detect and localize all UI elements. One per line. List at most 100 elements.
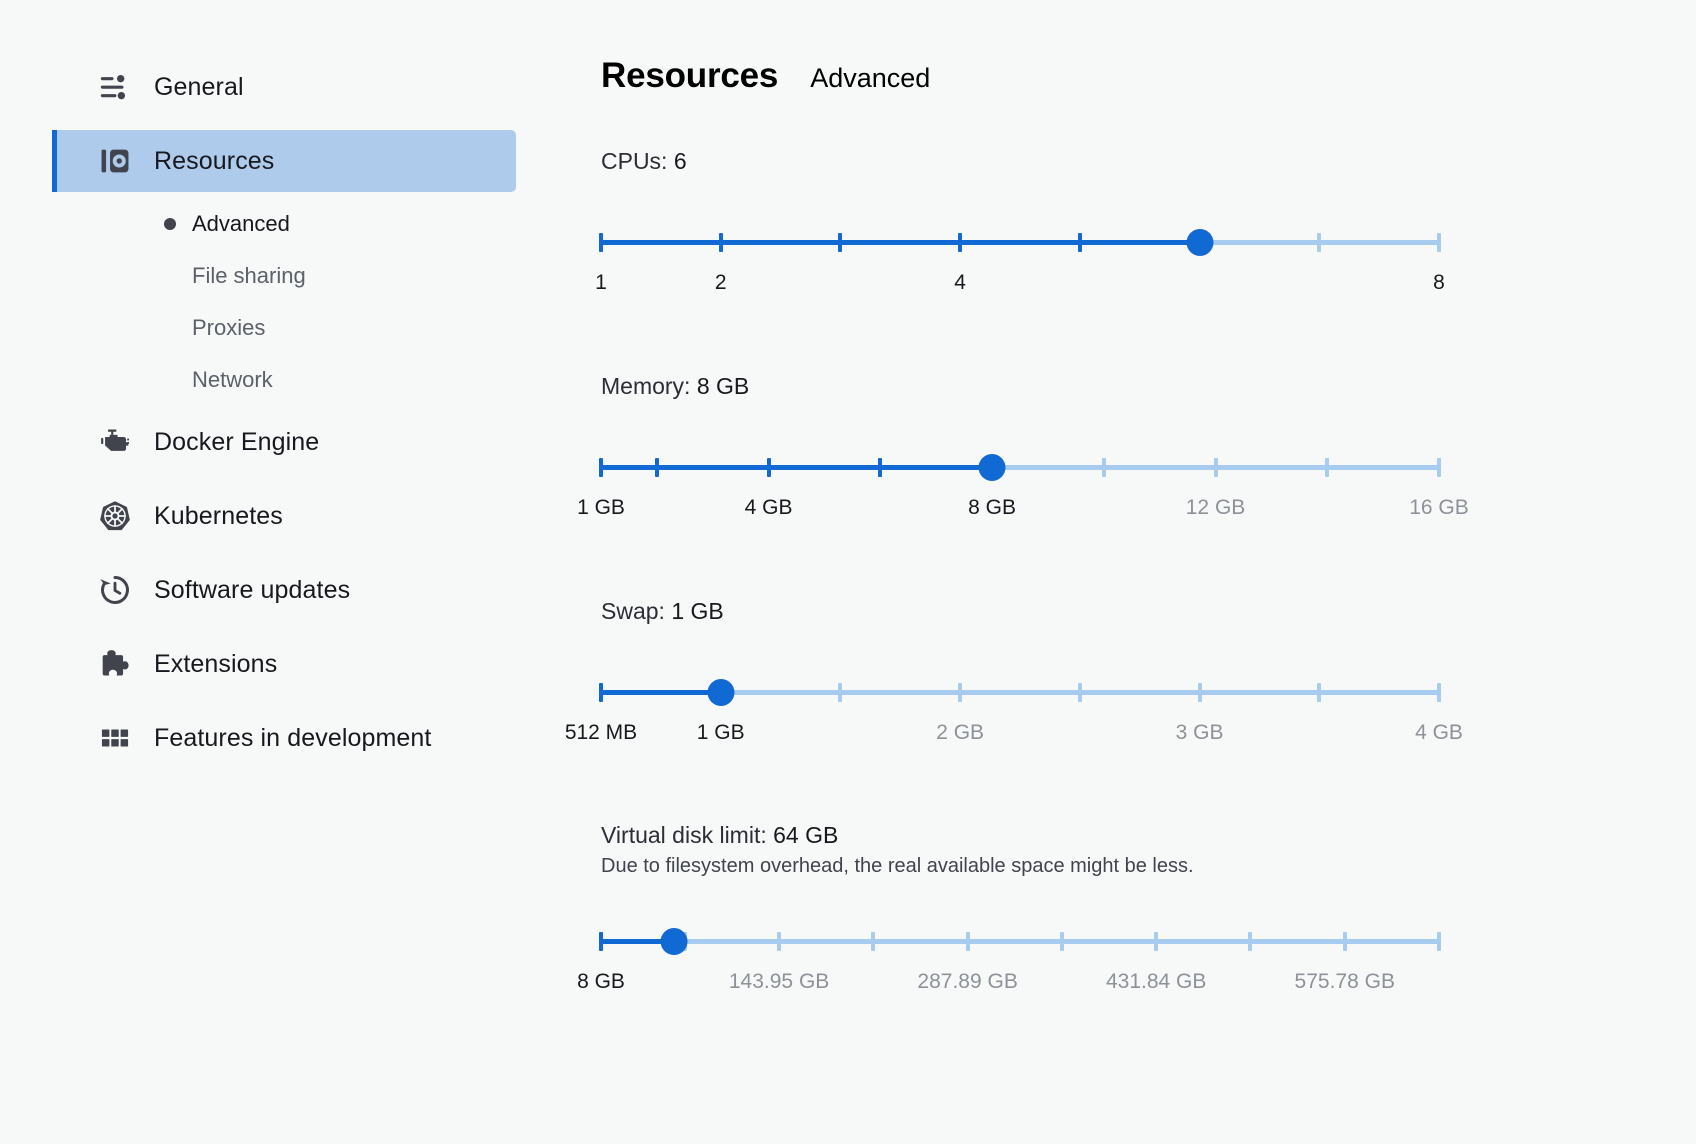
slider-scale-label: 431.84 GB: [1105, 970, 1207, 993]
slider-tick: [965, 932, 970, 951]
slider-scale-label: 3 GB: [1175, 721, 1224, 744]
sidebar-subitem-advanced[interactable]: Advanced: [52, 202, 516, 246]
sidebar-item-software-updates[interactable]: Software updates: [52, 559, 516, 621]
disk-hint: Due to filesystem overhead, the real ava…: [601, 855, 1194, 877]
swap-slider[interactable]: [599, 673, 1441, 713]
disk-value: 64 GB: [773, 822, 839, 848]
memory-slider[interactable]: [599, 448, 1441, 488]
slider-track[interactable]: [601, 939, 1439, 944]
disk-scale: 8 GB 143.95 GB 287.89 GB 431.84 GB 575.78 GB: [577, 970, 1439, 1000]
update-clock-icon: [92, 573, 138, 607]
sidebar-subitem-label: Proxies: [192, 315, 266, 340]
sidebar-subitem-label: Advanced: [192, 211, 290, 236]
sidebar-item-general[interactable]: General: [52, 56, 516, 118]
slider-scale-label: 287.89 GB: [917, 970, 1018, 993]
swap-label: Swap: 1 GB: [601, 598, 724, 624]
sidebar-item-features-in-development[interactable]: Features in development: [52, 707, 516, 769]
slider-track[interactable]: [601, 465, 1439, 470]
slider-scale-label: 8: [1433, 271, 1445, 294]
sidebar-subitem-network[interactable]: Network: [52, 358, 516, 402]
slider-scale-label: 512 MB: [564, 721, 638, 744]
slider-scale-label: 16 GB: [1409, 496, 1469, 519]
slider-scale-label: 4: [954, 271, 966, 294]
memory-value: 8 GB: [696, 373, 750, 399]
disk-slider[interactable]: [599, 922, 1441, 962]
slider-tick: [1213, 458, 1218, 477]
sidebar-item-label: Software updates: [154, 575, 351, 604]
slider-tick: [1342, 932, 1347, 951]
slider-tick: [1325, 458, 1330, 477]
disk-label: Virtual disk limit: 64 GB: [601, 822, 839, 848]
sidebar-item-label: Features in development: [154, 723, 432, 752]
kubernetes-icon: [92, 499, 138, 533]
bullet-icon: [164, 270, 176, 282]
slider-tick: [1437, 932, 1441, 951]
memory-label: Memory: 8 GB: [601, 373, 750, 399]
cpus-value: 6: [673, 148, 687, 174]
slider-track-fill: [601, 690, 721, 695]
sidebar-item-docker-engine[interactable]: Docker Engine: [52, 411, 516, 473]
sidebar-item-extensions[interactable]: Extensions: [52, 633, 516, 695]
slider-scale-label: 575.78 GB: [1294, 970, 1395, 993]
slider-scale-label: 2 GB: [936, 721, 985, 744]
sidebar-item-label: Docker Engine: [154, 427, 320, 456]
slider-tick: [766, 458, 771, 477]
slider-scale-label: 1 GB: [696, 721, 745, 744]
slider-tick: [599, 233, 603, 252]
breadcrumb: Resources Advanced: [601, 56, 930, 96]
slider-thumb[interactable]: [707, 679, 735, 706]
slider-scale-label: 143.95 GB: [728, 970, 830, 993]
resources-icon: [92, 144, 138, 178]
slider-tick: [1317, 683, 1322, 702]
slider-scale-label: 8 GB: [577, 970, 625, 993]
slider-tick: [958, 683, 963, 702]
slider-thumb[interactable]: [660, 928, 688, 955]
slider-scale-label: 4 GB: [744, 496, 793, 519]
slider-scale-label: 1: [595, 271, 607, 294]
slider-tick: [838, 683, 843, 702]
slider-tick: [838, 233, 843, 252]
slider-track[interactable]: [601, 690, 1439, 695]
slider-tick: [777, 932, 782, 951]
sidebar-item-resources[interactable]: Resources: [52, 130, 516, 192]
slider-thumb[interactable]: [1186, 229, 1214, 256]
slider-thumb[interactable]: [978, 454, 1006, 481]
sidebar-subitem-proxies[interactable]: Proxies: [52, 306, 516, 350]
bullet-icon: [164, 374, 176, 386]
docker-engine-icon: [92, 425, 138, 459]
slider-tick: [1437, 683, 1441, 702]
sidebar-subitem-label: Network: [192, 367, 273, 392]
slider-track-fill: [601, 240, 1200, 245]
slider-tick: [1154, 932, 1159, 951]
slider-tick: [718, 233, 723, 252]
bullet-icon: [164, 218, 176, 230]
puzzle-icon: [92, 647, 138, 681]
sidebar-subitem-label: File sharing: [192, 263, 306, 288]
page-subtitle: Advanced: [810, 63, 931, 93]
slider-scale-label: 12 GB: [1185, 496, 1246, 519]
slider-tick: [1077, 683, 1082, 702]
slider-tick: [1437, 458, 1441, 477]
sidebar-item-label: Resources: [154, 146, 275, 175]
sidebar-subitem-file-sharing[interactable]: File sharing: [52, 254, 516, 298]
cpus-slider[interactable]: [599, 223, 1441, 263]
slider-tick: [1077, 233, 1082, 252]
slider-track-fill: [601, 939, 675, 944]
slider-tick: [1248, 932, 1253, 951]
slider-tick: [654, 458, 659, 477]
sidebar-item-label: Kubernetes: [154, 501, 283, 530]
sidebar-item-label: Extensions: [154, 649, 278, 678]
slider-tick: [1197, 683, 1202, 702]
slider-tick: [1437, 233, 1441, 252]
settings-sidebar: General Resources Advanced File sharing …: [0, 0, 580, 1144]
cpus-label: CPUs: 6: [601, 148, 687, 174]
slider-tick: [599, 683, 603, 702]
slider-tick: [599, 458, 603, 477]
page-title: Resources: [601, 56, 779, 95]
sidebar-item-kubernetes[interactable]: Kubernetes: [52, 485, 516, 547]
